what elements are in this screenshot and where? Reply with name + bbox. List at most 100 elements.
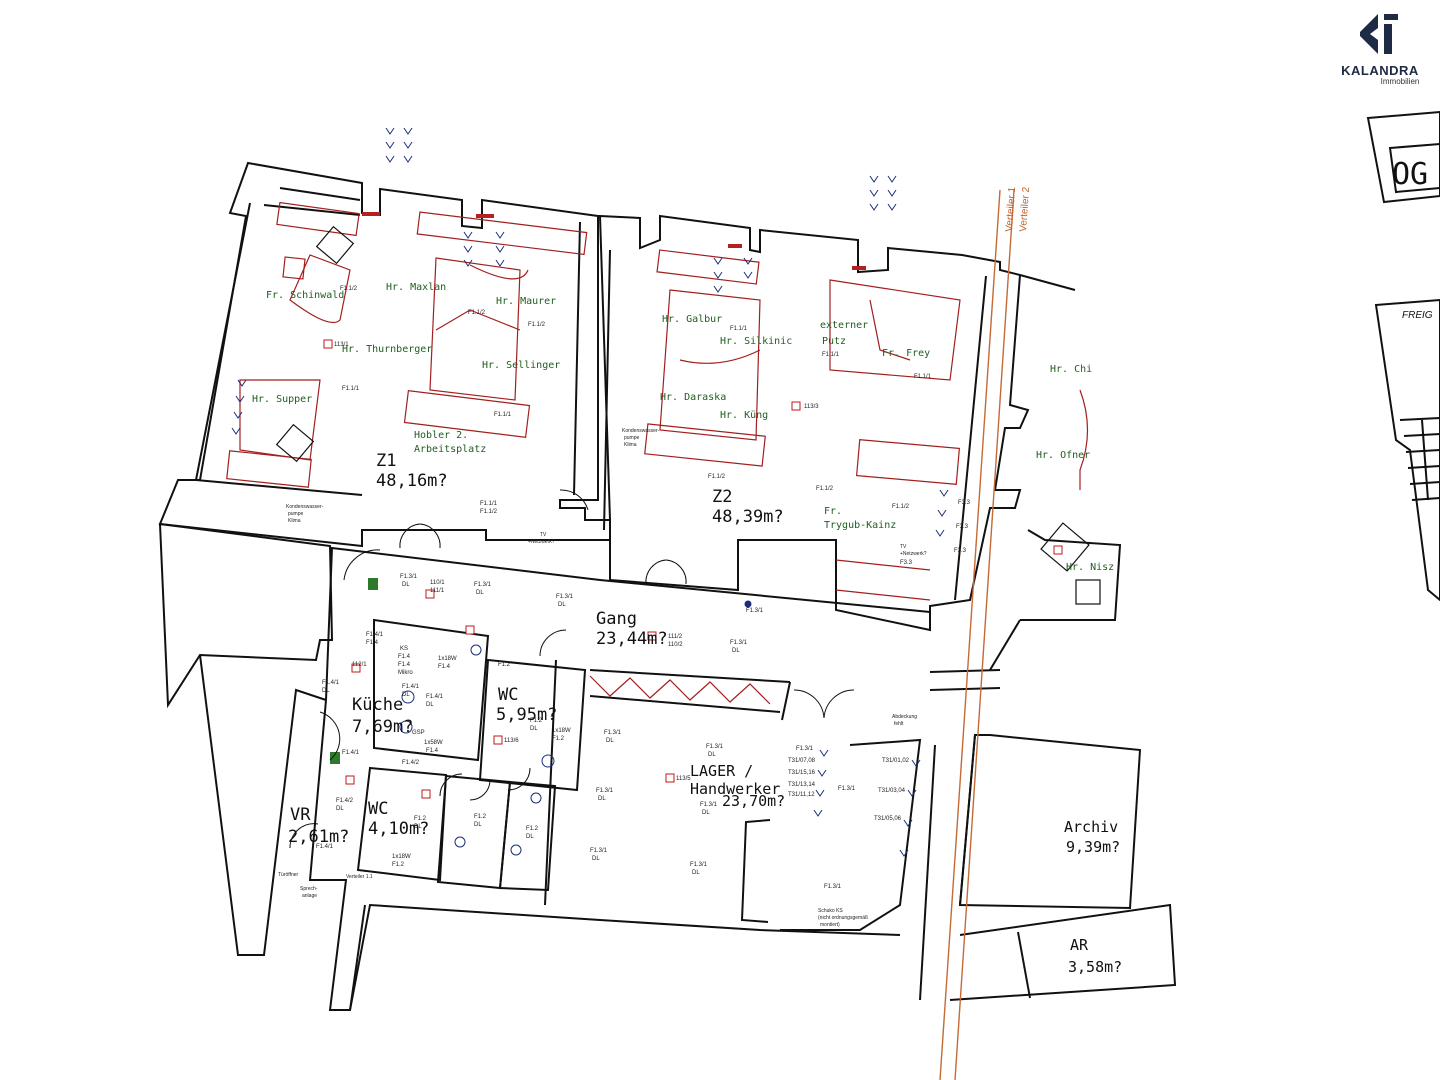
x18w-wc2: 1x18W xyxy=(392,854,411,860)
abdeckung-label-1: Abdeckung xyxy=(892,714,917,720)
t3113-label: T31/13,14 xyxy=(788,782,816,788)
room-z2-name: Z2 xyxy=(712,487,732,507)
f12-wc-b: F1.2 xyxy=(530,718,543,724)
person-labels: Fr. Schinwald Hr. Maxlan Hr. Maurer Hr. … xyxy=(252,282,1114,573)
x58w-label: 1x58W xyxy=(424,740,443,746)
f131-lager-h: F1.3/1 xyxy=(838,786,856,792)
person-sellinger: Hr. Sellinger xyxy=(482,360,560,371)
tueroeffner-label: Türöffner xyxy=(278,872,299,878)
room-wc1-area: 5,95m? xyxy=(496,705,557,725)
person-kueng: Hr. Küng xyxy=(720,410,768,421)
kondens-label-1: Kondenswasser- xyxy=(286,504,324,510)
f12-wc2-d: F1.2 xyxy=(392,862,405,868)
person-chi: Hr. Chi xyxy=(1050,364,1092,375)
f141-kueche-a: F1.4/1 xyxy=(366,632,384,638)
person-daraska: Hr. Daraska xyxy=(660,392,726,403)
f141-kueche-e: F1.4/1 xyxy=(342,750,360,756)
f12-wc2-a: F1.2 xyxy=(414,816,427,822)
verteiler-11-label: Verteiler 1.1 xyxy=(346,874,373,880)
ref-111-2: 111/2 xyxy=(668,634,683,640)
f131-lager-i: F1.3/1 xyxy=(824,884,842,890)
person-externer-2: Putz xyxy=(822,336,846,347)
f112-label-b: F1.1/2 xyxy=(468,310,486,316)
t3101-label: T31/01,02 xyxy=(882,758,910,764)
dl-lager-f: DL xyxy=(692,870,700,876)
dl-lager-c: DL xyxy=(598,796,606,802)
f141-kueche-b: F1.4/1 xyxy=(322,680,340,686)
verteiler-lines xyxy=(939,189,1015,1080)
ref-111-1: 111/1 xyxy=(430,588,445,594)
logo-sub: Immobilien xyxy=(1380,77,1420,86)
f33-label-a: F3.3 xyxy=(958,500,971,506)
dl-gang-c: DL xyxy=(558,602,566,608)
electrical-symbols xyxy=(231,127,949,857)
mikro-label: Mikro xyxy=(398,670,413,676)
sprech-label-1: Sprech- xyxy=(300,886,318,892)
kondens-label-2: pumpe xyxy=(288,511,304,517)
f33-label-c: F3.3 xyxy=(954,548,967,554)
ref-113-3: 113/3 xyxy=(804,404,819,410)
person-galbur: Hr. Galbur xyxy=(662,314,722,325)
f33-label-d: F3.3 xyxy=(900,560,913,566)
dl-gang-d: DL xyxy=(732,648,740,654)
junction-boxes xyxy=(323,339,1063,799)
x18w-kueche: 1x18W xyxy=(438,656,457,662)
stamp-label: FREIG xyxy=(1402,310,1433,321)
room-lager-name2: Handwerker xyxy=(690,780,780,798)
ref-113-6: 113/6 xyxy=(504,738,519,744)
f111-label-b: F1.1/1 xyxy=(494,412,512,418)
person-ofner: Hr. Ofner xyxy=(1036,450,1090,461)
person-nisz: Hr. Nisz xyxy=(1066,562,1114,573)
person-thurnberger: Hr. Thurnberger xyxy=(342,344,432,355)
f131-gang-d: F1.3/1 xyxy=(730,640,748,646)
verteiler-2-label: Verteiler 2 xyxy=(1018,186,1032,232)
person-externer-1: externer xyxy=(820,320,868,331)
f112-label-e: F1.1/2 xyxy=(708,474,726,480)
room-vr-area: 2,61m? xyxy=(288,827,349,847)
f12-wc-a: F1.2 xyxy=(498,662,511,668)
abdeckung-label-2: fehlt xyxy=(894,721,904,727)
person-hobler-1: Hobler 2. xyxy=(414,430,468,441)
f131-lager-a: F1.3/1 xyxy=(604,730,622,736)
room-lager-name: LAGER / xyxy=(690,762,753,780)
exit-signs xyxy=(330,578,378,764)
kondens-z2-label-3: Klima xyxy=(624,442,637,448)
t3105-label: T31/05,06 xyxy=(874,816,902,822)
ref-112-1: 112/1 xyxy=(352,662,367,668)
f111-label-d: F1.1/1 xyxy=(730,326,748,332)
annotations: Kondenswasser- pumpe Klima Kondenswasser… xyxy=(278,286,971,928)
f111-label-e: F1.1/1 xyxy=(822,352,840,358)
dl-kueche-c: DL xyxy=(426,702,434,708)
f131-lager-b: F1.3/1 xyxy=(706,744,724,750)
room-wc1-name: WC xyxy=(498,685,518,705)
t3115-label: T31/15,16 xyxy=(788,770,816,776)
verteiler-1-label: Verteiler 1 xyxy=(1004,186,1018,232)
tv-label-1: TV xyxy=(540,532,547,538)
dl-wc2-a: DL xyxy=(414,824,422,830)
f142-kueche-a: F1.4/2 xyxy=(402,760,420,766)
room-z2-area: 48,39m? xyxy=(712,507,784,527)
room-labels: Z1 48,16m? Z2 48,39m? Gang 23,44m? Küche… xyxy=(288,451,1122,976)
person-silkinic: Hr. Silkinic xyxy=(720,336,792,347)
dl-lager-d: DL xyxy=(702,810,710,816)
f111-label-a: F1.1/1 xyxy=(342,386,360,392)
f131-gang-b: F1.3/1 xyxy=(474,582,492,588)
dl-lager-a: DL xyxy=(606,738,614,744)
room-z1-name: Z1 xyxy=(376,451,396,471)
person-trygub-1: Fr. xyxy=(824,506,842,517)
f14-kueche-e: F1.4 xyxy=(426,748,439,754)
room-wc2-name: WC xyxy=(368,799,388,819)
f141-kueche-d: F1.4/1 xyxy=(426,694,444,700)
person-schinwald: Fr. Schinwald xyxy=(266,290,344,301)
room-archiv-area: 9,39m? xyxy=(1066,838,1120,856)
t3107-label: T31/07,08 xyxy=(788,758,816,764)
f112-label-d: F1.1/2 xyxy=(480,509,498,515)
ref-113-1: 113/1 xyxy=(334,342,349,348)
f14-kueche-c: F1.4 xyxy=(398,662,411,668)
room-wc2-area: 4,10m? xyxy=(368,819,429,839)
dl-vr-a: DL xyxy=(336,806,344,812)
room-gang-area: 23,44m? xyxy=(596,629,668,649)
f33-label-b: F3.3 xyxy=(956,524,969,530)
schuko-label-2: (nicht ordnungsgemäß xyxy=(818,915,868,921)
ref-113-5: 113/5 xyxy=(676,776,691,782)
